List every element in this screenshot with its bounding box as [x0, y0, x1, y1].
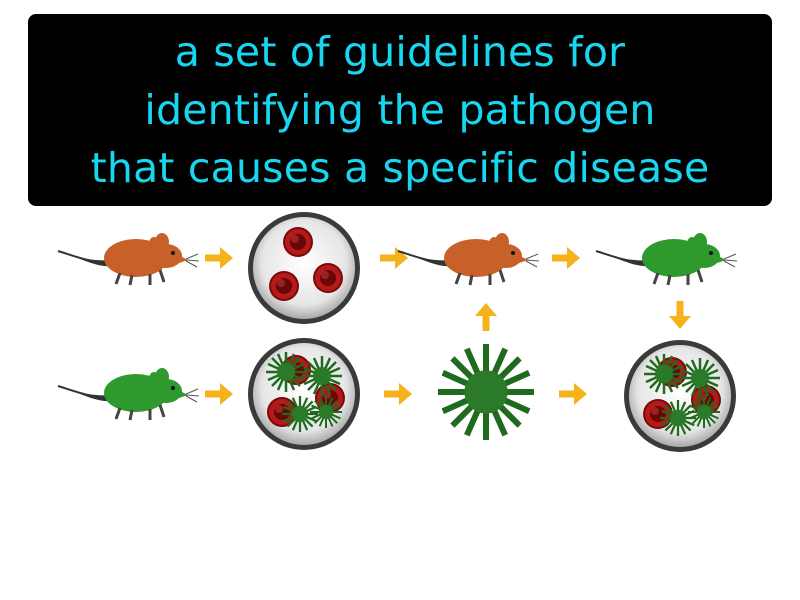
healthy-mouse-icon — [56, 231, 201, 287]
definition-line-2: identifying the pathogen — [144, 86, 656, 134]
sick-mouse-icon — [594, 231, 739, 287]
arrow-down-icon — [669, 301, 691, 329]
arrow-right-icon — [552, 247, 580, 269]
pathogen-icon — [264, 350, 308, 394]
red-blood-cell-icon — [313, 263, 343, 293]
arrow-right-icon — [380, 247, 408, 269]
definition-banner: a set of guidelines for identifying the … — [28, 14, 772, 206]
arrow-right-icon — [384, 383, 412, 405]
pathogen-icon — [300, 354, 344, 398]
petri-dish-infected-blood-icon — [624, 340, 736, 452]
definition-line-3: that causes a specific disease — [90, 144, 710, 192]
red-blood-cell-icon — [283, 227, 313, 257]
petri-dish-infected-blood-icon — [248, 338, 360, 450]
arrow-right-icon — [559, 383, 587, 405]
arrow-right-icon — [205, 247, 233, 269]
isolated-pathogen-icon — [438, 344, 534, 440]
petri-dish-healthy-blood-icon — [248, 212, 360, 324]
pathogen-icon — [678, 356, 722, 400]
definition-line-1: a set of guidelines for — [174, 28, 626, 76]
healthy-mouse-icon — [396, 231, 541, 287]
red-blood-cell-icon — [269, 271, 299, 301]
pathogen-icon — [642, 352, 686, 396]
sick-mouse-icon — [56, 366, 201, 422]
arrow-right-icon — [205, 383, 233, 405]
arrow-up-icon — [475, 303, 497, 331]
